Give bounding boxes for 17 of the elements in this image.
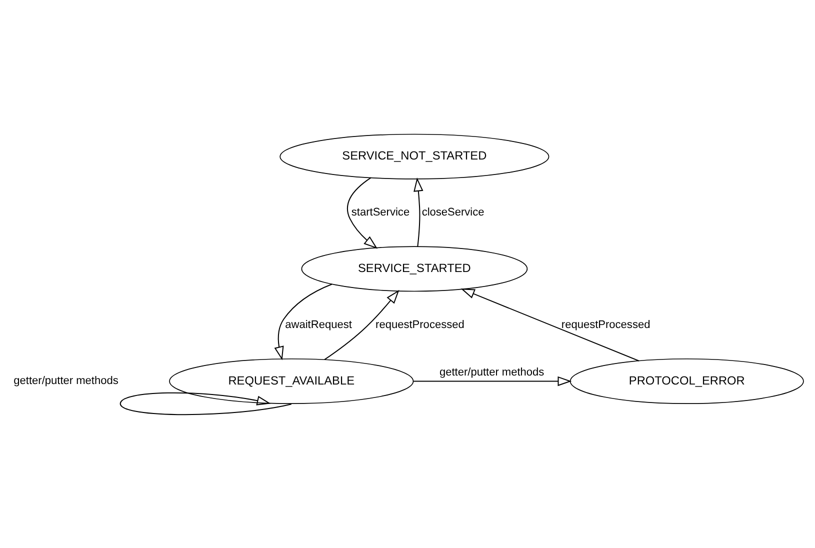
arrow (414, 177, 424, 246)
arrow (460, 288, 640, 361)
node-ellipse: SERVICE_NOT_STARTED (280, 133, 550, 179)
edge-label: getter/putter methods (14, 374, 118, 387)
arrow (324, 289, 400, 360)
edge-label: getter/putter methods (439, 366, 544, 378)
edge-label: awaitRequest (285, 318, 352, 330)
edge-label: closeService (422, 206, 484, 218)
edge-label: requestProcessed (376, 318, 464, 330)
edge-label: requestProcessed (561, 318, 650, 330)
arrow (413, 376, 572, 386)
arrow (347, 176, 378, 248)
edge-label: startService (351, 206, 410, 218)
arrow (274, 283, 332, 360)
node-ellipse: SERVICE_STARTED (301, 246, 528, 292)
node-ellipse: REQUEST_AVAILABLE (169, 358, 414, 404)
node-ellipse: PROTOCOL_ERROR (570, 358, 804, 404)
